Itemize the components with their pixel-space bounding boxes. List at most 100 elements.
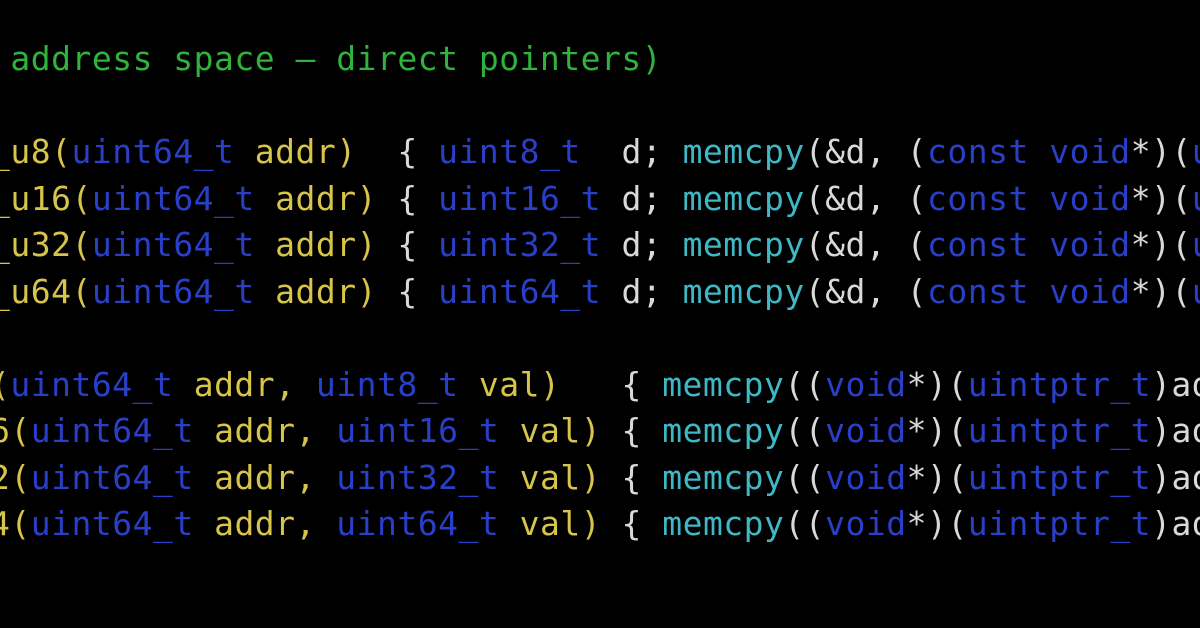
code-token: void (825, 457, 907, 497)
code-token: val) (458, 364, 622, 404)
code-token: d; (580, 132, 683, 171)
code-token: val) (499, 457, 622, 497)
code-token: _u32( (0, 225, 92, 264)
code-token: uintptr_t (967, 457, 1152, 497)
code-token: { (397, 225, 439, 264)
code-token: addr) (254, 178, 398, 218)
code-token: )add (1151, 457, 1200, 497)
code-token: { (397, 178, 439, 218)
code-token: *)( (906, 364, 968, 404)
code-token: uint64_t (438, 271, 602, 311)
code-token: addr, (193, 457, 337, 497)
code-token: _u16( (0, 178, 92, 218)
code-token: { (621, 457, 663, 497)
code-token: val) (499, 411, 622, 450)
code-token: d; (601, 271, 683, 311)
code-token: { (621, 411, 663, 450)
code-token: *)( (1130, 132, 1192, 171)
code-token: )add (1151, 411, 1200, 450)
code-token: addr, (193, 411, 337, 450)
code-line (0, 83, 1200, 130)
code-token: { (397, 271, 439, 311)
code-token: memcpy (662, 411, 785, 450)
code-token: *)( (906, 411, 968, 450)
code-token: _u8( (0, 132, 72, 171)
code-token: (&d, ( (804, 178, 927, 218)
code-token: uint64_t (91, 225, 255, 264)
code-token: uint8_t (438, 132, 581, 171)
code-token: uintptr_t (967, 504, 1152, 543)
code-token: _u64( (0, 271, 92, 311)
code-token: void (825, 411, 907, 450)
code-token: (( (784, 364, 826, 404)
code-line: _u16(uint64_t addr) { uint16_t d; memcpy… (0, 176, 1200, 223)
code-line: (uint64_t addr, uint8_t val) { memcpy((v… (0, 362, 1200, 409)
code-token: *)( (1130, 225, 1192, 264)
code-line: 4(uint64_t addr, uint64_t val) { memcpy(… (0, 501, 1200, 548)
code-token: uintptr_t (967, 411, 1152, 450)
code-token: ui (1192, 179, 1200, 218)
code-token: address space – direct pointers) (0, 39, 663, 78)
code-token: addr) (254, 225, 398, 264)
code-token: memcpy (682, 178, 805, 218)
code-line: 2(uint64_t addr, uint32_t val) { memcpy(… (0, 455, 1200, 502)
code-token: *)( (906, 504, 968, 543)
code-token: uint64_t (30, 504, 194, 543)
code-block: address space – direct pointers) _u8(uin… (0, 36, 1200, 548)
code-token: ( (0, 365, 10, 404)
code-token: (( (784, 457, 826, 497)
code-token: d; (601, 225, 683, 264)
code-token: (&d, ( (804, 132, 927, 171)
code-token: const void (927, 178, 1131, 218)
code-line: _u64(uint64_t addr) { uint64_t d; memcpy… (0, 269, 1200, 316)
code-token: uint64_t (30, 457, 194, 497)
code-token: addr) (254, 271, 398, 311)
code-token: const void (927, 271, 1131, 311)
code-token: ui (1192, 132, 1200, 171)
code-token: memcpy (682, 132, 805, 171)
code-token: uint64_t (336, 504, 500, 543)
code-token: *)( (906, 457, 968, 497)
code-token: const void (927, 225, 1131, 264)
code-token: )add (1151, 504, 1200, 543)
code-token: 6( (0, 411, 31, 450)
code-token: ui (1192, 225, 1200, 264)
code-token: uint64_t (30, 411, 194, 450)
code-token: addr, (173, 364, 316, 404)
code-token: uint16_t (438, 178, 602, 218)
code-line: 6(uint64_t addr, uint16_t val) { memcpy(… (0, 408, 1200, 455)
code-token: uint32_t (438, 225, 602, 264)
code-token: val) (499, 504, 622, 543)
code-token: void (825, 504, 907, 543)
code-token: { (621, 504, 663, 543)
code-token: 4( (0, 504, 31, 543)
code-token: (&d, ( (804, 271, 927, 311)
code-token: uint64_t (10, 364, 174, 404)
code-token: addr) (234, 132, 398, 171)
code-token: memcpy (662, 457, 785, 497)
code-line: _u8(uint64_t addr) { uint8_t d; memcpy(&… (0, 129, 1200, 176)
code-token: (( (784, 411, 826, 450)
code-token: (&d, ( (804, 225, 927, 264)
code-token: d; (601, 178, 683, 218)
code-token: memcpy (682, 225, 805, 264)
code-token: uint32_t (336, 457, 500, 497)
code-token: uint64_t (71, 132, 235, 171)
code-token: void (825, 364, 907, 404)
code-token: uintptr_t (967, 364, 1152, 404)
code-token: addr, (193, 504, 337, 543)
code-token: )add (1151, 364, 1200, 404)
code-token: ui (1192, 272, 1200, 311)
code-token: { (397, 132, 439, 171)
code-token: memcpy (682, 271, 805, 311)
code-token: { (621, 364, 663, 404)
code-line (0, 315, 1200, 362)
code-token: const void (927, 132, 1131, 171)
code-token: 2( (0, 457, 31, 497)
code-token: memcpy (662, 364, 785, 404)
code-token: uint8_t (315, 364, 459, 404)
code-token: *)( (1130, 271, 1192, 311)
code-line: _u32(uint64_t addr) { uint32_t d; memcpy… (0, 222, 1200, 269)
code-token: (( (784, 504, 826, 543)
